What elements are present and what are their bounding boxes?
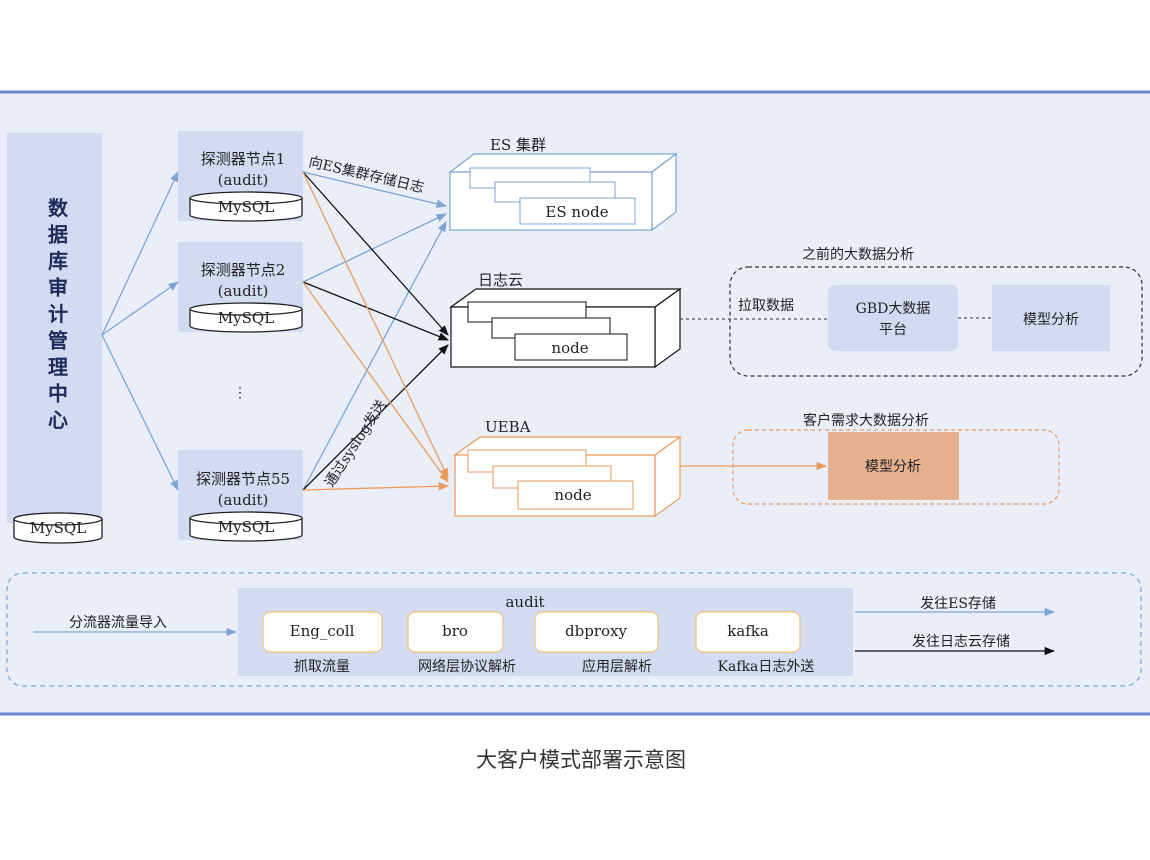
figure-caption: 大客户模式部署示意图	[476, 748, 686, 772]
probe-2-db-label: MySQL	[218, 309, 274, 327]
module-bro-desc: 网络层协议解析	[418, 659, 516, 675]
probe-55-name: 探测器节点55	[196, 470, 290, 488]
sidebar-title-char: 据	[48, 223, 68, 247]
sidebar-title-char: 理	[48, 355, 68, 379]
probe-2-sub: (audit)	[218, 282, 269, 300]
out-es-label: 发往ES存储	[920, 596, 996, 612]
sidebar-title-char: 计	[48, 302, 68, 326]
logcloud-node-label: node	[551, 339, 588, 357]
probe-55-db-cylinder: MySQL	[189, 511, 303, 542]
sidebar-title-char: 中	[48, 382, 68, 406]
audit-pipeline: 分流器流量导入 audit Eng_coll 抓取流量 bro 网络层协议解析 …	[6, 572, 1142, 687]
pull-data-label: 拉取数据	[738, 298, 794, 314]
probe-to-cluster-arrows	[302, 171, 450, 491]
sidebar-title-char: 管	[48, 329, 68, 353]
probe-1-name: 探测器节点1	[201, 150, 286, 168]
previous-model-label: 模型分析	[1023, 312, 1079, 328]
module-bro-label: bro	[442, 622, 468, 640]
probe-2-name: 探测器节点2	[201, 261, 286, 279]
es-node-label: ES node	[545, 203, 608, 221]
module-kafka-label: kafka	[727, 622, 769, 640]
module-engcoll-label: Eng_coll	[290, 622, 355, 640]
probe-node-1: 探测器节点1 (audit) MySQL	[178, 131, 303, 222]
previous-analysis-group: 之前的大数据分析 拉取数据 GBD大数据 平台 模型分析	[680, 246, 1143, 377]
customer-analysis-title: 客户需求大数据分析	[803, 412, 929, 429]
gbd-platform-box	[828, 285, 958, 351]
sidebar-title-char: 库	[48, 249, 68, 273]
probe-node-55: 探测器节点55 (audit) MySQL	[178, 450, 303, 542]
ueba-title: UEBA	[485, 418, 531, 436]
probe-ellipsis: ⋮	[233, 385, 247, 401]
customer-model-label: 模型分析	[865, 459, 921, 475]
probe-node-2: 探测器节点2 (audit) MySQL	[178, 242, 303, 333]
module-kafka-desc: Kafka日志外送	[718, 659, 815, 675]
logcloud-cluster: 日志云 node	[449, 271, 682, 369]
probe-1-sub: (audit)	[218, 171, 269, 189]
module-dbproxy-desc: 应用层解析	[582, 658, 652, 675]
module-bro-box	[407, 611, 504, 653]
probe-1-db-label: MySQL	[218, 198, 274, 216]
gbd-platform-line1: GBD大数据	[856, 301, 931, 317]
probe-55-sub: (audit)	[218, 491, 269, 509]
previous-analysis-title: 之前的大数据分析	[802, 246, 914, 263]
pipeline-title: audit	[505, 593, 544, 611]
module-engcoll-desc: 抓取流量	[294, 659, 350, 675]
module-dbproxy-box	[534, 611, 659, 653]
es-cluster-title: ES 集群	[490, 136, 546, 154]
sidebar-to-probe-arrows	[101, 171, 179, 491]
previous-model-box	[992, 285, 1110, 351]
ueba-node-label: node	[554, 486, 591, 504]
customer-model-box	[828, 432, 959, 500]
sidebar-db-label: MySQL	[30, 519, 86, 537]
module-kafka-box	[695, 611, 801, 653]
es-cluster: ES 集群 ES node	[448, 136, 678, 232]
probe-55-db-label: MySQL	[218, 518, 274, 536]
sidebar-title-char: 数	[48, 196, 69, 220]
ueba-cluster: UEBA node	[453, 418, 682, 518]
module-dbproxy-label: dbproxy	[565, 622, 627, 640]
module-engcoll-box	[262, 611, 383, 653]
logcloud-title: 日志云	[478, 271, 523, 289]
customer-analysis-group: 客户需求大数据分析 模型分析	[680, 412, 1060, 505]
probe-2-db-cylinder: MySQL	[189, 302, 303, 333]
gbd-platform-line2: 平台	[879, 322, 907, 338]
sidebar-title-char: 审	[48, 276, 68, 300]
out-logcloud-label: 发往日志云存储	[912, 634, 1010, 650]
pipeline-input-label: 分流器流量导入	[69, 615, 167, 631]
probe-1-db-cylinder: MySQL	[189, 191, 303, 222]
sidebar-title-char: 心	[48, 408, 68, 432]
sidebar-db-cylinder: MySQL	[13, 512, 103, 544]
